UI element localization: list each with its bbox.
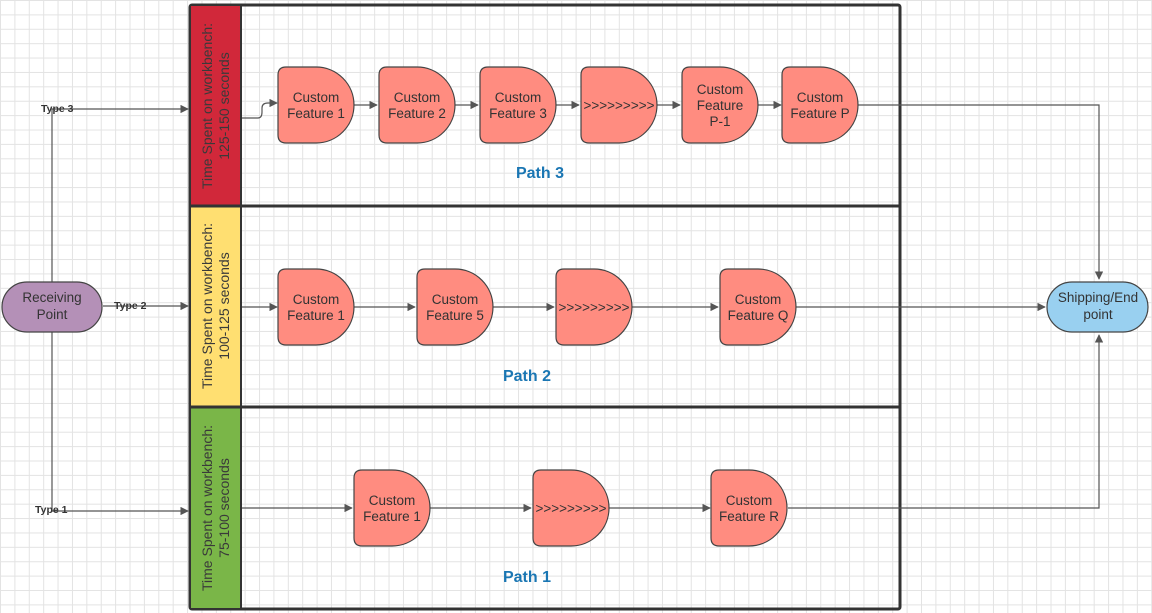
- connector-p1-exit: [788, 334, 1104, 509]
- feature-label: Custom: [432, 292, 479, 307]
- receiving-point-node: Receiving Point: [1, 281, 103, 333]
- feature-label: Custom: [797, 90, 844, 105]
- swimlane-container: [188, 3, 902, 611]
- feature-label: Custom: [293, 90, 340, 105]
- lane-band-path-1: [191, 407, 241, 608]
- feature-label: Custom: [495, 90, 542, 105]
- svg-text:Shipping/End: Shipping/End: [1058, 290, 1138, 305]
- feature-shape: [710, 469, 788, 547]
- lane-label-path-2: Time Spent on workbench: 100-125 seconds: [199, 223, 232, 389]
- feature-label: P-1: [709, 114, 730, 129]
- connector-type1: [51, 332, 189, 516]
- connectors: [51, 98, 1104, 516]
- lane-label-path-3: Time Spent on workbench: 125-150 seconds: [199, 23, 232, 189]
- svg-text:Receiving: Receiving: [22, 290, 81, 305]
- type2-label: Type 2: [114, 300, 147, 312]
- feature-shape: [719, 268, 797, 346]
- feature-label: Feature Q: [728, 308, 789, 323]
- svg-text:100-125 seconds: 100-125 seconds: [216, 252, 232, 359]
- svg-text:Point: Point: [37, 307, 68, 322]
- feature-label: Feature 5: [426, 308, 484, 323]
- feature-label: Feature 3: [489, 106, 547, 121]
- feature-shape: [681, 66, 759, 144]
- connector-p3-exit: [858, 104, 1104, 280]
- svg-text:Time Spent on workbench:: Time Spent on workbench:: [199, 425, 215, 591]
- feature-shape: [353, 469, 431, 547]
- feature-label: Feature 1: [287, 308, 345, 323]
- feature-label: >>>>>>>>>: [559, 300, 630, 315]
- svg-text:75-100 seconds: 75-100 seconds: [216, 458, 232, 558]
- feature-label: Feature: [697, 98, 744, 113]
- feature-label: Feature R: [719, 509, 779, 524]
- feature-label: Feature P: [790, 106, 849, 121]
- connector-type3: [51, 104, 189, 282]
- type1-label: Type 1: [35, 504, 68, 516]
- svg-text:Time Spent on workbench:: Time Spent on workbench:: [199, 223, 215, 389]
- feature-node: >>>>>>>>>: [580, 66, 658, 144]
- feature-shape: [416, 268, 494, 346]
- feature-label: >>>>>>>>>: [584, 98, 655, 113]
- feature-label: Feature 1: [363, 509, 421, 524]
- feature-label: Custom: [369, 493, 416, 508]
- path-1-title: Path 1: [503, 569, 551, 586]
- feature-shape: [580, 66, 658, 144]
- feature-shape: [479, 66, 557, 144]
- feature-label: Custom: [293, 292, 340, 307]
- feature-label: Custom: [697, 82, 744, 97]
- lane-band-path-2: [191, 206, 241, 407]
- svg-text:125-150 seconds: 125-150 seconds: [216, 52, 232, 159]
- feature-shape: [277, 268, 355, 346]
- feature-label: Feature 2: [388, 106, 446, 121]
- feature-label: Custom: [394, 90, 441, 105]
- connector-p3-entry: [242, 98, 278, 119]
- feature-label: Feature 1: [287, 106, 345, 121]
- path-2-title: Path 2: [503, 368, 551, 385]
- type3-label: Type 3: [41, 103, 74, 115]
- feature-shape: [378, 66, 456, 144]
- feature-label: >>>>>>>>>: [536, 501, 607, 516]
- feature-shape: [781, 66, 859, 144]
- feature-shape: [532, 469, 610, 547]
- feature-shape: [555, 268, 633, 346]
- lane-band-path-3: [191, 6, 241, 206]
- lane-label-path-1: Time Spent on workbench: 75-100 seconds: [199, 425, 232, 591]
- svg-text:point: point: [1083, 307, 1113, 322]
- feature-node: >>>>>>>>>: [555, 268, 633, 346]
- feature-label: Custom: [726, 493, 773, 508]
- path-3-title: Path 3: [516, 165, 564, 182]
- feature-shape: [277, 66, 355, 144]
- feature-label: Custom: [735, 292, 782, 307]
- feature-node: >>>>>>>>>: [532, 469, 610, 547]
- shipping-end-node: Shipping/End point: [1046, 281, 1149, 333]
- svg-text:Time Spent on workbench:: Time Spent on workbench:: [199, 23, 215, 189]
